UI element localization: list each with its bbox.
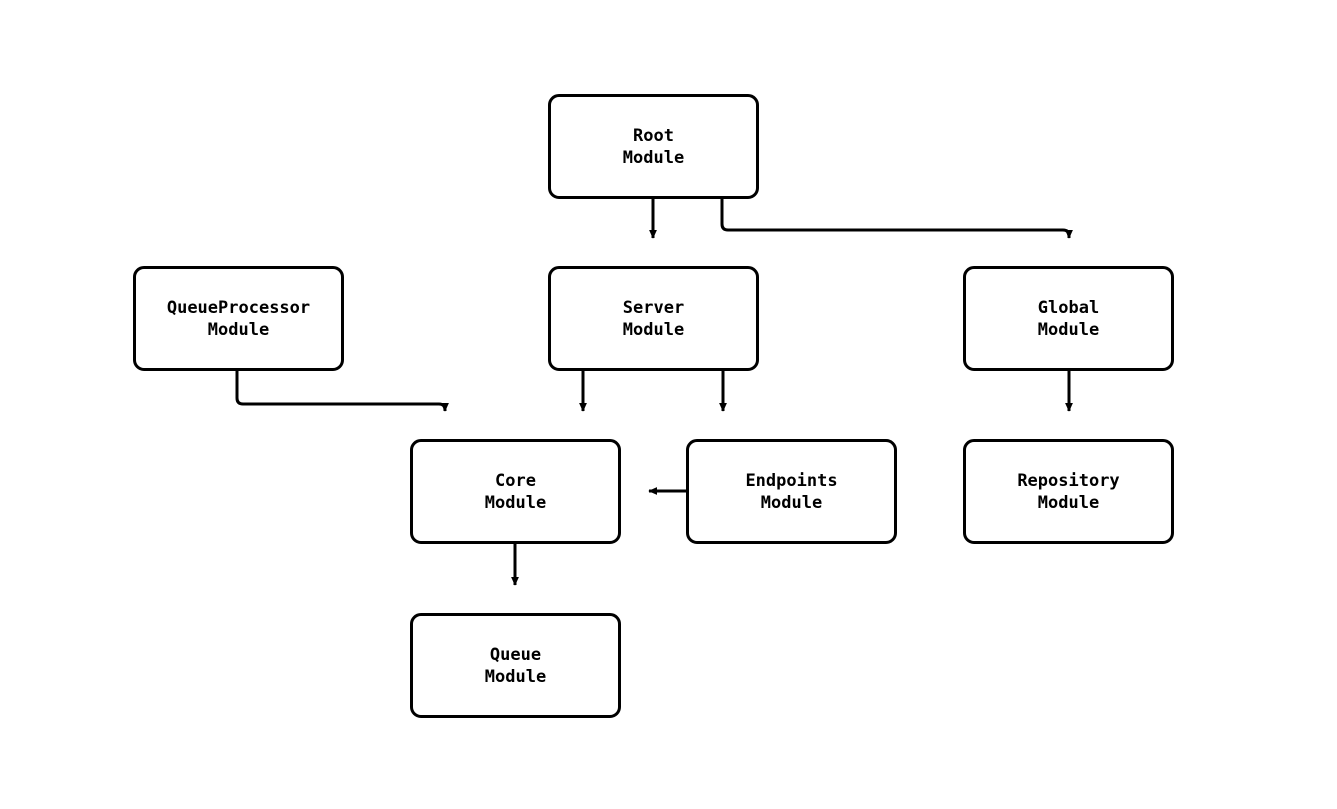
node-label-secondary: Module bbox=[1037, 319, 1100, 340]
node-label-primary: Core bbox=[495, 470, 536, 491]
edge-queueprocessor-to-core bbox=[235, 371, 449, 412]
node-label-primary: Queue bbox=[489, 644, 542, 665]
node-label-primary: Global bbox=[1037, 297, 1100, 318]
node-label-primary: QueueProcessor bbox=[166, 297, 311, 318]
edges-group bbox=[235, 199, 1073, 586]
node-label-secondary: Module bbox=[484, 666, 547, 687]
node-label-secondary: Module bbox=[760, 492, 823, 513]
node-label-primary: Endpoints bbox=[745, 470, 838, 491]
node-label-secondary: Module bbox=[207, 319, 270, 340]
node-label-primary: Repository bbox=[1017, 470, 1120, 491]
node-label-secondary: Module bbox=[622, 319, 685, 340]
edge-root-to-global bbox=[720, 199, 1073, 239]
node-label-primary: Server bbox=[622, 297, 685, 318]
node-label-primary: Root bbox=[633, 125, 674, 146]
node-label-secondary: Module bbox=[622, 147, 685, 168]
node-label-secondary: Module bbox=[484, 492, 547, 513]
node-label-secondary: Module bbox=[1037, 492, 1100, 513]
